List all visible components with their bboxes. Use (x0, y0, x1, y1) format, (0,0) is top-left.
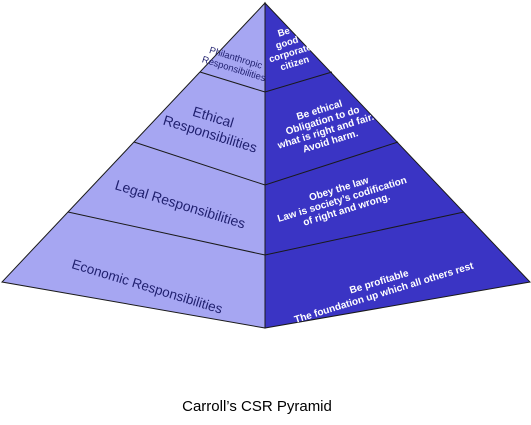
tier-divider (67, 211, 465, 256)
tier-divider (133, 141, 399, 186)
tier-divider (199, 71, 333, 93)
diagram-caption: Carroll’s CSR Pyramid (182, 398, 332, 415)
